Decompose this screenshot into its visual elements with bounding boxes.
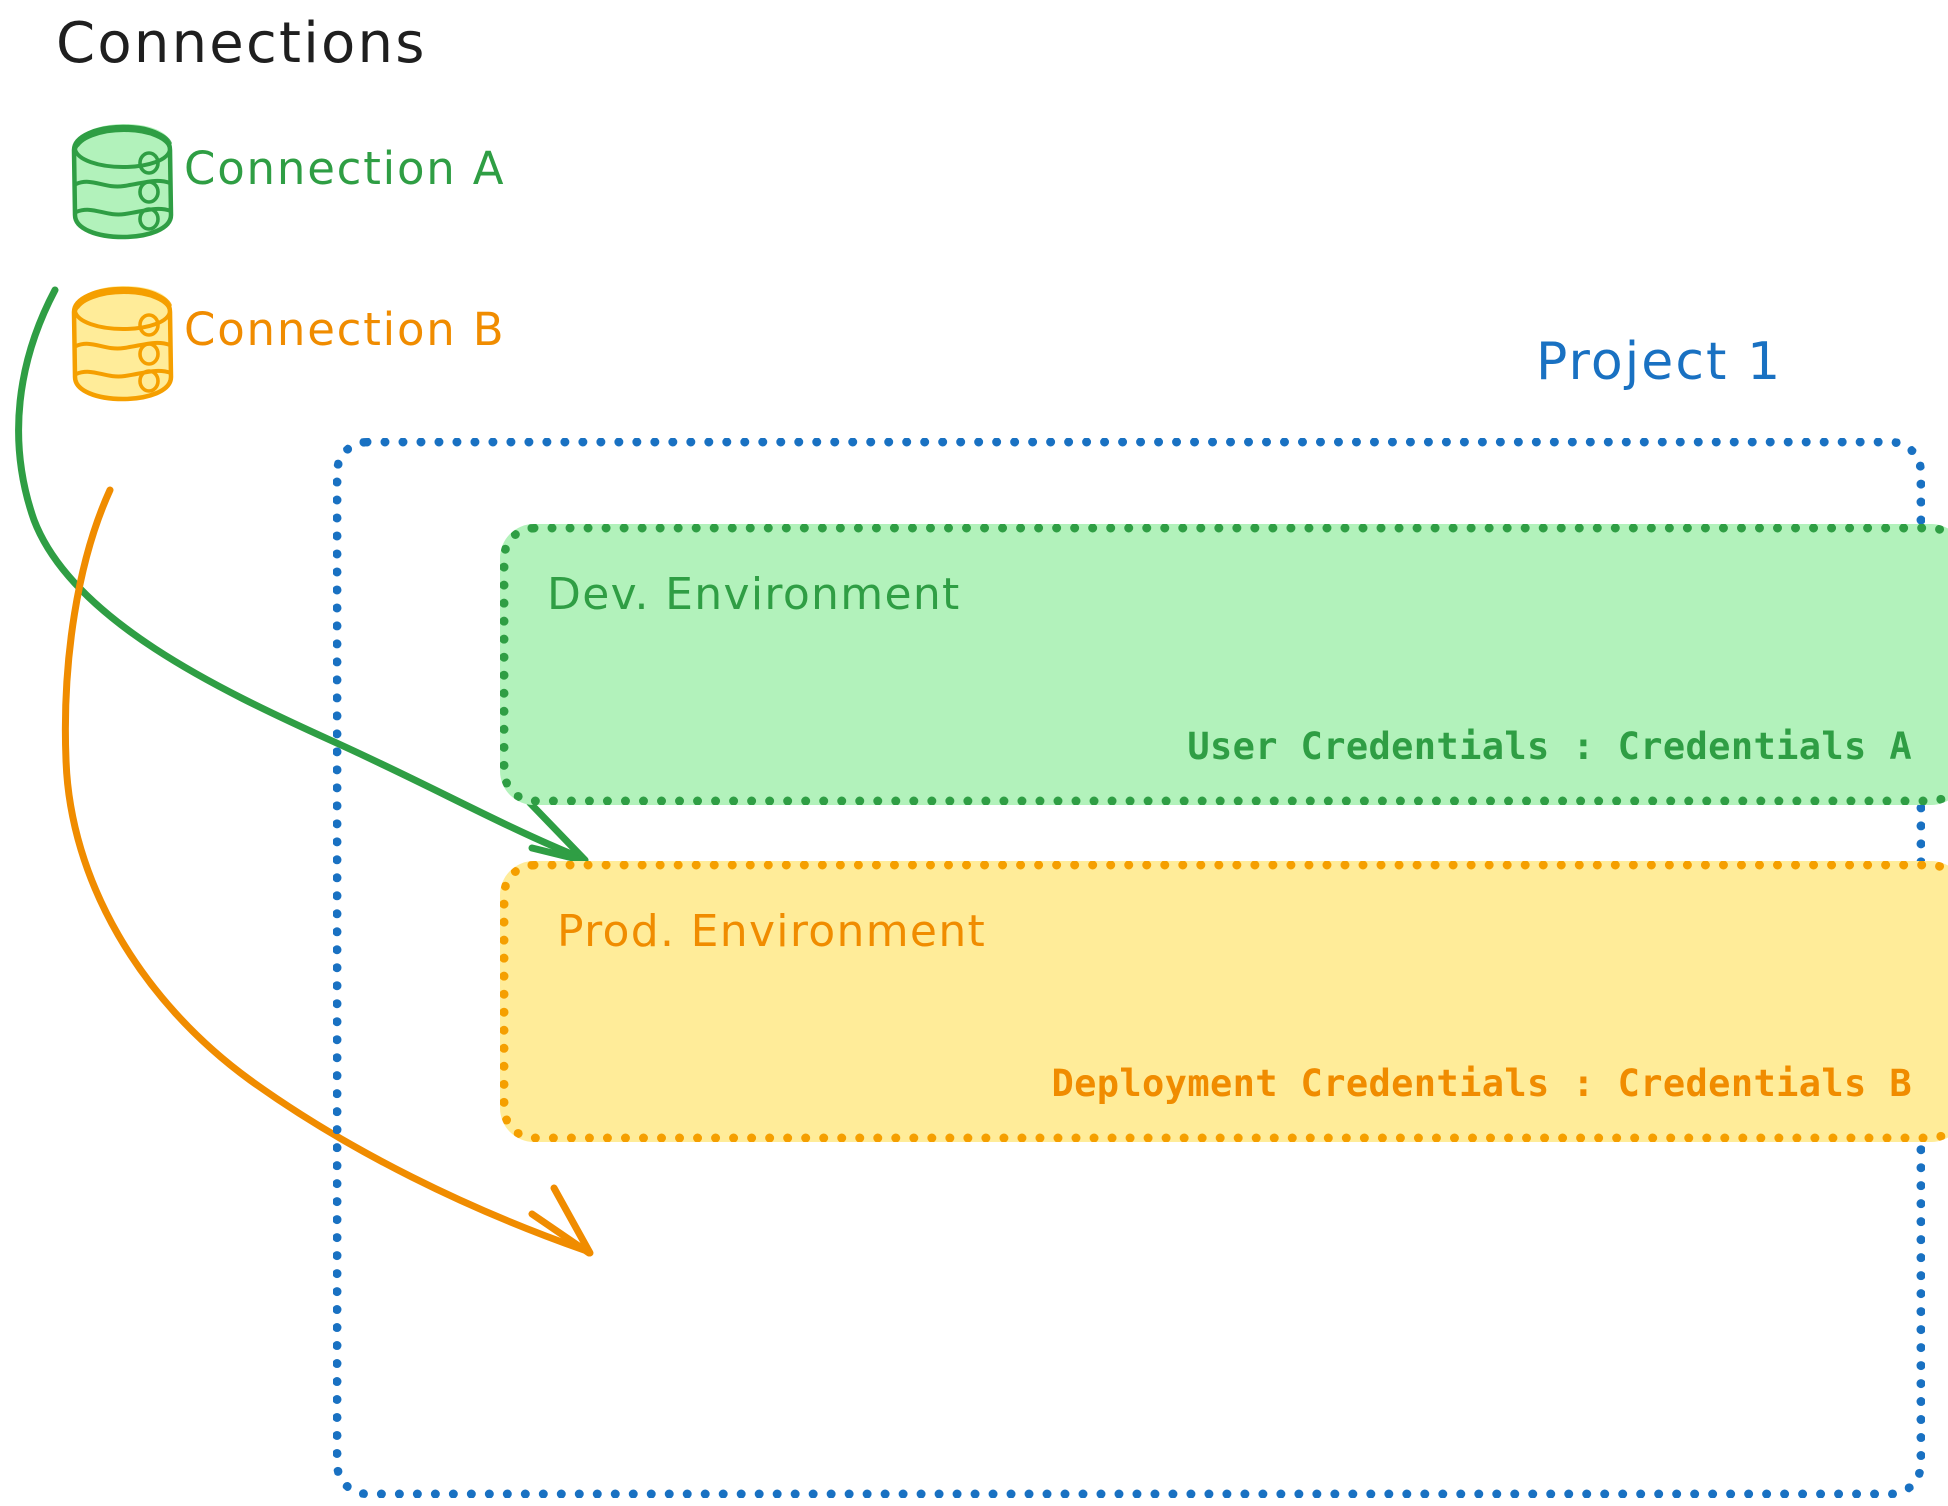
- database-cylinder-icon-connection-b[interactable]: [71, 286, 174, 402]
- prod-environment-title: Prod. Environment: [557, 906, 987, 957]
- dev-environment-credentials: User Credentials : Credentials A: [1187, 725, 1912, 768]
- connection-b-to-prod-arrow: [61, 486, 594, 1257]
- connection-b-label: Connection B: [184, 303, 506, 356]
- prod-environment-credentials: Deployment Credentials : Credentials B: [1051, 1062, 1912, 1105]
- dev-environment-title: Dev. Environment: [547, 569, 961, 620]
- page-title: Connections: [56, 11, 427, 76]
- project-title: Project 1: [1536, 332, 1783, 392]
- prod-environment-box[interactable]: Prod. Environment Deployment Credentials…: [500, 861, 1948, 1142]
- database-cylinder-icon-connection-a[interactable]: [71, 124, 174, 240]
- connection-a-to-dev-arrow: [15, 286, 589, 865]
- connection-a-label: Connection A: [184, 142, 506, 195]
- dev-environment-box[interactable]: Dev. Environment User Credentials : Cred…: [500, 524, 1948, 805]
